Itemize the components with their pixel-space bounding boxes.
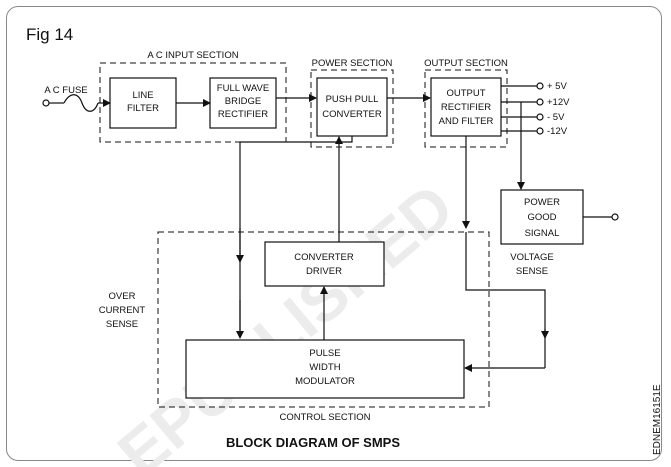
full-wave-bridge-block	[209, 77, 277, 129]
out-terminal-4	[536, 127, 544, 135]
power-good-label-2: GOOD	[527, 212, 556, 223]
voltage-sense-label-1: VOLTAGE	[510, 252, 553, 263]
power-section-label: POWER SECTION	[312, 58, 393, 69]
output-plus12v: +12V	[547, 97, 570, 108]
line-filter-block	[109, 77, 177, 129]
fuse-symbol	[63, 94, 99, 112]
output-minus12v: -12V	[547, 126, 568, 137]
pwm-label-3: MODULATOR	[295, 376, 355, 387]
output-rectifier-label-3: AND FILTER	[439, 116, 494, 127]
out-terminal-2	[536, 98, 544, 106]
output-minus5v: - 5V	[547, 112, 565, 123]
power-section-outline	[310, 69, 394, 148]
full-wave-label-1: FULL WAVE	[217, 83, 269, 94]
power-good-signal-block	[500, 189, 584, 245]
output-section-label: OUTPUT SECTION	[424, 58, 508, 69]
push-pull-label-1: PUSH PULL	[326, 94, 379, 105]
power-good-label-3: SIGNAL	[525, 228, 560, 239]
output-rectifier-label-1: OUTPUT	[446, 88, 485, 99]
power-good-terminal	[611, 213, 619, 221]
ac-input-terminal	[42, 99, 50, 107]
pwm-label-2: WIDTH	[309, 362, 340, 373]
converter-driver-block	[264, 241, 385, 287]
line-filter-label-2: FILTER	[127, 103, 159, 114]
figure-frame	[6, 6, 662, 461]
pulse-width-modulator-block	[185, 339, 465, 399]
power-good-label-1: POWER	[524, 197, 560, 208]
converter-driver-label-2: DRIVER	[306, 266, 342, 277]
full-wave-label-3: RECTIFIER	[218, 109, 268, 120]
control-section-label: CONTROL SECTION	[280, 412, 371, 423]
over-current-label-3: SENSE	[106, 319, 138, 330]
push-pull-converter-block	[316, 77, 388, 137]
over-current-label-1: OVER	[109, 291, 136, 302]
voltage-sense-route	[465, 232, 546, 338]
converter-driver-label-1: CONVERTER	[294, 252, 354, 263]
push-pull-label-2: CONVERTER	[322, 109, 382, 120]
out-terminal-1	[536, 82, 544, 90]
voltage-sense-label-2: SENSE	[516, 266, 548, 277]
full-wave-label-2: BRIDGE	[225, 96, 261, 107]
line-filter-label-1: LINE	[132, 90, 153, 101]
output-rectifier-label-2: RECTIFIER	[441, 102, 491, 113]
ac-input-section-label: A C INPUT SECTION	[147, 50, 238, 61]
document-code: EDNEM16151E	[652, 384, 663, 455]
diagram-caption: BLOCK DIAGRAM OF SMPS	[226, 435, 400, 450]
over-current-label-2: CURRENT	[99, 305, 146, 316]
control-section-outline	[157, 231, 490, 408]
pwm-label-1: PULSE	[309, 348, 340, 359]
out-terminal-3	[536, 113, 544, 121]
figure-label: Fig 14	[26, 25, 73, 44]
ac-fuse-label: A C FUSE	[44, 85, 87, 96]
output-plus5v: + 5V	[547, 81, 567, 92]
output-rectifier-block	[430, 77, 502, 137]
